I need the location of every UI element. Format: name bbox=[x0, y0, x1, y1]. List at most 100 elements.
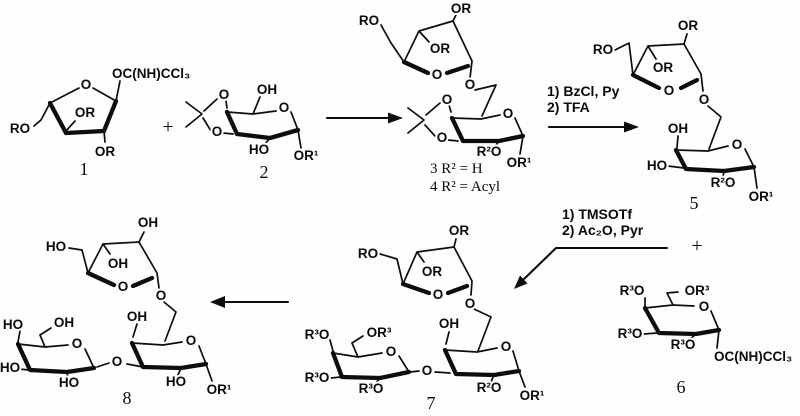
or-top-label: OR bbox=[451, 1, 472, 16]
reaction-arrow-3-bent bbox=[514, 246, 669, 289]
mid-ring-oxygen-label: O bbox=[186, 333, 197, 348]
pyranose-ring-oxygen-label: O bbox=[503, 106, 514, 121]
link-oxygen-label: O bbox=[422, 363, 433, 378]
reaction-arrow-4 bbox=[210, 296, 290, 308]
glycosidic-oxygen-label: O bbox=[465, 296, 476, 311]
reagent-line-2: 2) Ac₂O, Pyr bbox=[562, 222, 644, 238]
ring-oxygen-label: O bbox=[81, 77, 92, 92]
mid-ring-oxygen-label: O bbox=[501, 339, 512, 354]
oh-top-label: OH bbox=[668, 121, 688, 136]
r2o-label: R²O bbox=[477, 380, 502, 395]
ho-top-left-label: HO bbox=[3, 317, 23, 332]
or-inner-label: OR bbox=[430, 41, 451, 56]
mid-oh-top-label: OH bbox=[127, 309, 147, 324]
or-top-label: OR bbox=[449, 223, 470, 238]
reagent-line-2: 2) TFA bbox=[547, 99, 590, 115]
furanose-ring-oxygen-label: O bbox=[432, 67, 443, 82]
ho-left-label: HO bbox=[647, 158, 667, 173]
arrow-head bbox=[624, 121, 639, 133]
furanose-ring-oxygen-label: O bbox=[118, 279, 129, 294]
compound-2-bonds bbox=[185, 96, 302, 149]
oh-top-label: OH bbox=[138, 215, 158, 230]
ring-oxygen-label: O bbox=[699, 299, 710, 314]
compound-8: HO OH OH O O OH O HO OR¹ O HO OH O HO HO… bbox=[0, 213, 234, 408]
imidate-label: OC(NH)CCl₃ bbox=[714, 349, 792, 364]
mid-ho-bottom-label: HO bbox=[166, 374, 186, 389]
reagent-line-1: 1) BzCl, Py bbox=[547, 83, 620, 99]
or1-label: OR¹ bbox=[749, 189, 774, 204]
or-top-label: OR bbox=[678, 18, 699, 33]
ro-left-label: RO bbox=[593, 42, 613, 57]
left-ho-bottom-label: HO bbox=[59, 375, 79, 390]
oh-inner-label: OH bbox=[108, 256, 128, 271]
or1-label: OR¹ bbox=[294, 148, 319, 163]
compound-5: RO OR OR O O OH HO O R²O OR¹ 5 bbox=[591, 16, 776, 213]
r3o-top-left-label: R³O bbox=[305, 327, 330, 342]
left-ho-left-label: HO bbox=[0, 360, 20, 375]
glycosidic-oxygen-label: O bbox=[699, 92, 710, 107]
r3o-top-left-label: R³O bbox=[620, 283, 645, 298]
ro-left-label: RO bbox=[10, 121, 30, 136]
compound-7-bonds bbox=[329, 238, 526, 388]
compound-8-bonds bbox=[17, 231, 213, 382]
compound-6: R³O OR³ O R³O R³O OC(NH)CCl₃ 6 bbox=[616, 281, 795, 397]
link-oxygen-label: O bbox=[112, 354, 123, 369]
r3o-bottom-label: R³O bbox=[671, 337, 696, 352]
acetal-oxygen-bottom-label: O bbox=[437, 130, 448, 145]
ho-bottom-label: HO bbox=[249, 142, 269, 157]
r2o-label: R²O bbox=[711, 175, 736, 190]
compound-1-bonds bbox=[33, 80, 121, 143]
compound-3-definition: 3 R² = H bbox=[430, 161, 483, 177]
imidate-label: OC(NH)CCl₃ bbox=[112, 66, 190, 81]
compound-6-wedges bbox=[642, 305, 722, 337]
or-bottom-label: OR bbox=[95, 144, 116, 159]
compound-number-1: 1 bbox=[80, 159, 89, 179]
oh-top-label: OH bbox=[257, 82, 277, 97]
acetal-oxygen-top-label: O bbox=[442, 92, 453, 107]
compound-number-6: 6 bbox=[677, 377, 686, 397]
furanose-ring-oxygen-label: O bbox=[433, 287, 444, 302]
oh-top-label: OH bbox=[439, 316, 459, 331]
compound-7-wedges bbox=[330, 281, 522, 381]
compound-1: OC(NH)CCl₃ O OR OR RO 1 bbox=[8, 64, 192, 179]
or-inner-label: OR bbox=[75, 105, 96, 120]
arrow-shaft bbox=[521, 246, 669, 282]
or1-label: OR¹ bbox=[507, 155, 532, 170]
r3o-left-label: R³O bbox=[305, 370, 330, 385]
ro-left-label: RO bbox=[358, 246, 378, 261]
or3-top-label: OR³ bbox=[685, 283, 710, 298]
compound-2: OH O O O HO OR¹ 2 bbox=[185, 80, 321, 182]
pyranose-ring-oxygen-label: O bbox=[732, 137, 743, 152]
compound-7: RO OR OR O O OH O R²O OR¹ O R³O OR³ O R³… bbox=[303, 221, 547, 413]
compound-number-2: 2 bbox=[260, 162, 269, 182]
compound-number-5: 5 bbox=[690, 193, 699, 213]
compound-4-definition: 4 R² = Acyl bbox=[430, 179, 500, 195]
compound-number-7: 7 bbox=[427, 393, 436, 413]
r3o-left-label: R³O bbox=[618, 326, 643, 341]
ro-left-label: RO bbox=[359, 13, 379, 28]
reaction-arrow-1 bbox=[325, 112, 403, 124]
compound-2-wedges bbox=[224, 109, 301, 141]
compound-6-bonds bbox=[643, 291, 720, 349]
arrow-head bbox=[388, 112, 403, 124]
ho-left-label: HO bbox=[46, 239, 66, 254]
or-inner-label: OR bbox=[653, 60, 674, 75]
or1-label: OR¹ bbox=[520, 388, 545, 403]
reagents-step-1: 1) BzCl, Py 2) TFA bbox=[547, 83, 620, 115]
arrow-head bbox=[210, 296, 225, 308]
compound-5-bonds bbox=[614, 33, 758, 189]
arrow-head bbox=[514, 275, 528, 289]
plus-sign-left: + bbox=[162, 116, 173, 138]
glycosidic-oxygen-label: O bbox=[465, 77, 476, 92]
or1-label: OR¹ bbox=[207, 382, 232, 397]
acetal-oxygen-bottom-label: O bbox=[212, 124, 223, 139]
left-ring-oxygen-label: O bbox=[72, 336, 83, 351]
compound-3-4: RO OR OR O O O O O R²O OR¹ 3 R² = H 4 R²… bbox=[357, 0, 534, 195]
acetal-oxygen-top-label: O bbox=[219, 87, 230, 102]
reagent-line-1: 1) TMSOTf bbox=[562, 206, 632, 222]
left-oh-top-label: OH bbox=[54, 315, 74, 330]
plus-sign-right: + bbox=[691, 235, 702, 257]
reagents-step-2: 1) TMSOTf 2) Ac₂O, Pyr bbox=[562, 206, 644, 238]
compound-3-4-wedges bbox=[401, 59, 526, 144]
